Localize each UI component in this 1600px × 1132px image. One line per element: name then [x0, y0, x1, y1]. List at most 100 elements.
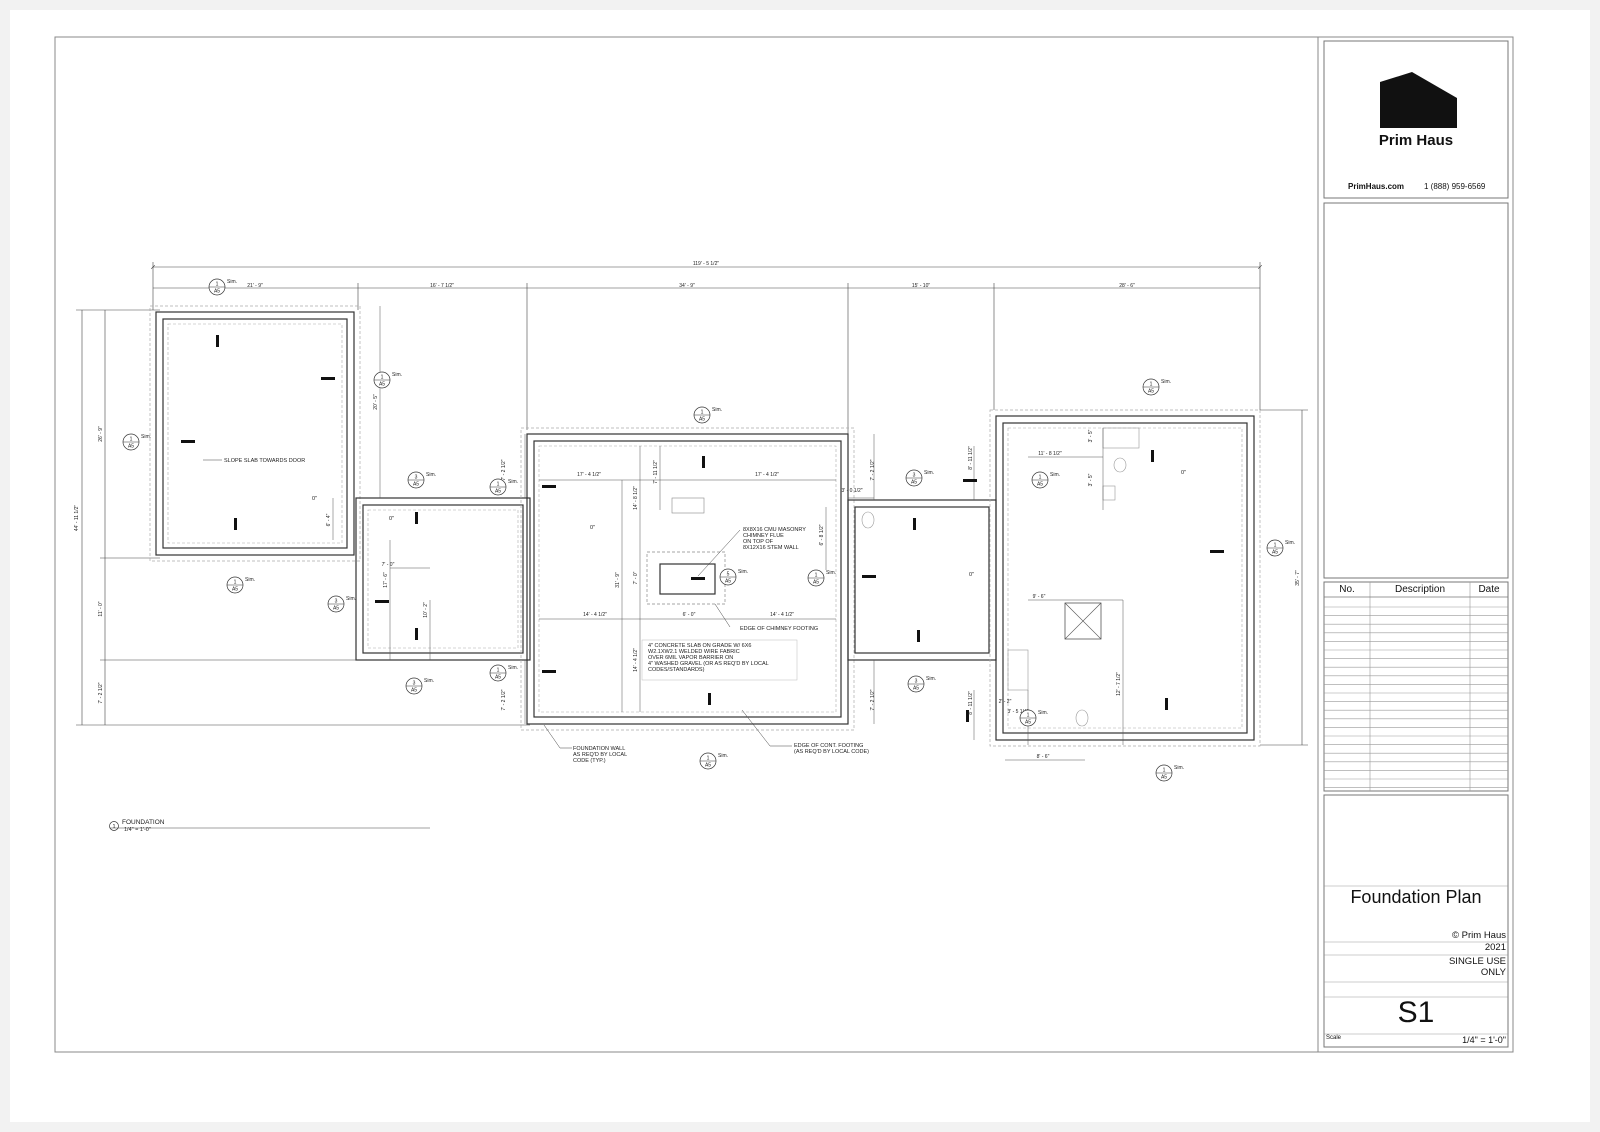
note-chimney-flue-4: 8X12X16 STEM WALL [743, 545, 799, 551]
callout-sheet: A5 [1272, 550, 1278, 556]
callout-number: 5 [727, 572, 730, 578]
dim-chimney-w: 6' - 0" [683, 612, 696, 618]
dim-r-w3: 2' - 2" [999, 699, 1012, 705]
callout-sim: Sim. [426, 472, 436, 478]
callout-sheet: A5 [495, 675, 501, 681]
callout-sim: Sim. [346, 596, 356, 602]
callout-number: 1 [701, 410, 704, 416]
dim-r-h1: 8' - 11 1/2" [968, 446, 974, 470]
callout-number: 1 [381, 375, 384, 381]
dim-c-w1: 17' - 4 1/2" [577, 472, 601, 478]
callout-sheet: A5 [214, 289, 220, 295]
callout-number: 3 [415, 475, 418, 481]
callout-sim: Sim. [1174, 765, 1184, 771]
view-scale: 1/4" = 1'-0" [124, 827, 151, 833]
callout-number: 3 [335, 599, 338, 605]
callout-number: 1 [1039, 475, 1042, 481]
callout-sim: Sim. [738, 569, 748, 575]
dim-right-total: 35' - 7" [1295, 570, 1301, 586]
callout-sheet: A5 [911, 480, 917, 486]
dim-seg5: 28' - 6" [1119, 283, 1135, 289]
note-slab-5: CODES/STANDARDS) [648, 667, 705, 673]
callout-sheet: A5 [495, 489, 501, 495]
view-title: FOUNDATION [122, 819, 165, 826]
sheet-number: S1 [1397, 996, 1435, 1029]
dim-r-w2: 9' - 6" [1033, 594, 1046, 600]
sheet-title: Foundation Plan [1350, 887, 1482, 907]
dim-r-w1: 11' - 8 1/2" [1038, 451, 1062, 457]
callout-sim: Sim. [1285, 540, 1295, 546]
dim-c-off-tl: 7' - 2 1/2" [501, 459, 507, 480]
drawing-border [54, 36, 1514, 1053]
callout-number: 3 [913, 473, 916, 479]
dim-overall: 119' - 5 1/2" [693, 261, 719, 267]
callout-sheet: A5 [913, 686, 919, 692]
logo-box [1323, 40, 1509, 199]
note-elev-1: 0" [312, 496, 317, 502]
dim-c-h1: 7' - 11 1/2" [653, 460, 659, 484]
callout-number: 1 [815, 573, 818, 579]
callout-sim: Sim. [924, 470, 934, 476]
callout-sim: Sim. [926, 676, 936, 682]
note-elev-4: 0" [969, 572, 974, 578]
foundation-plan-drawing: 119' - 5 1/2" 21' - 9" 16' - 7 1/2" 34' … [54, 36, 1514, 1053]
callout-sim: Sim. [712, 407, 722, 413]
dim-c-off-br: 7' - 2 1/2" [870, 689, 876, 710]
section-callout: 3A5 Sim. [905, 469, 934, 487]
dim-c-h5: 7' - 0" [633, 571, 639, 584]
callout-sheet: A5 [813, 580, 819, 586]
dim-c-w4: 14' - 4 1/2" [770, 612, 794, 618]
note-slab-2: W2.1XW2.1 WELDED WIRE FABRIC [648, 649, 740, 655]
dim-c-off-bl: 7' - 2 1/2" [501, 689, 507, 710]
dim-seg4: 15' - 10" [912, 283, 931, 289]
dim-r-bottom: 8' - 6" [1037, 754, 1050, 760]
dim-room1-h: 20' - 5" [373, 394, 379, 410]
copyright: © Prim Haus [1452, 930, 1506, 941]
revision-col-no: No. [1339, 584, 1355, 595]
dim-r-w4: 3' - 5 1/4" [1007, 709, 1028, 715]
note-elev-5: 0" [1181, 470, 1186, 476]
callout-sheet: A5 [413, 482, 419, 488]
callout-number: 1 [707, 756, 710, 762]
dim-link1-w: 7' - 0" [382, 562, 395, 568]
dim-link1-sub: 10' - 2" [423, 602, 429, 618]
section-callout: 1A5 Sim. [122, 433, 151, 451]
blank-box [1323, 202, 1509, 579]
dim-left-upper: 26' - 9" [98, 426, 104, 442]
dim-room1-sub: 6' - 4" [326, 513, 332, 526]
callout-sheet: A5 [379, 382, 385, 388]
callout-sheet: A5 [128, 444, 134, 450]
callout-number: 1 [130, 437, 133, 443]
note-elev-3: 0" [590, 525, 595, 531]
callout-sim: Sim. [1038, 710, 1048, 716]
callout-number: 1 [1163, 768, 1166, 774]
callout-number: 1 [1274, 543, 1277, 549]
callout-sim: Sim. [141, 434, 151, 440]
callout-sheet: A5 [725, 579, 731, 585]
note-foundation-wall-2: AS REQ'D BY LOCAL [573, 752, 627, 758]
note-slab-4: 4" WASHED GRAVEL (OR AS REQ'D BY LOCAL [648, 661, 769, 667]
callout-sim: Sim. [1161, 379, 1171, 385]
sheet-info-box [1323, 794, 1509, 1048]
dim-r-v1: 3' - 5" [1088, 429, 1094, 442]
callout-number: 1 [1150, 382, 1153, 388]
company-name: Prim Haus [1378, 132, 1454, 149]
callout-sim: Sim. [424, 678, 434, 684]
callout-sim: Sim. [508, 665, 518, 671]
callout-sheet: A5 [1148, 389, 1154, 395]
drawing-sheet: 119' - 5 1/2" 21' - 9" 16' - 7 1/2" 34' … [10, 10, 1590, 1122]
note-foundation-wall-1: FOUNDATION WALL [573, 746, 625, 752]
dim-c-off-tr: 7' - 2 1/2" [870, 459, 876, 480]
callout-sim: Sim. [1050, 472, 1060, 478]
company-website: PrimHaus.com [1348, 182, 1405, 191]
revision-col-description: Description [1394, 584, 1446, 595]
dim-seg2: 16' - 7 1/2" [430, 283, 454, 289]
